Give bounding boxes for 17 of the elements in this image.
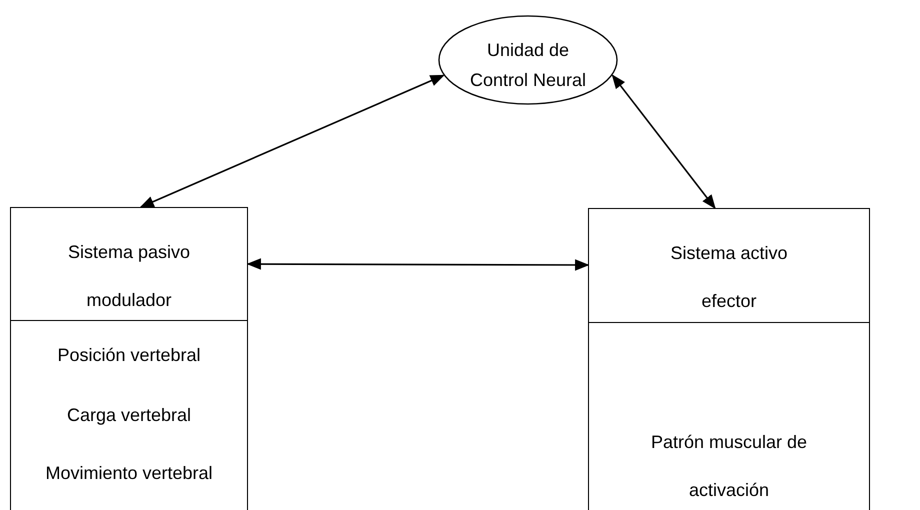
box-text: modulador: [85, 289, 173, 312]
node-title: Unidad de Control Neural: [468, 39, 588, 92]
double-arrow: [140, 74, 445, 208]
box-text: Sistema activo: [669, 242, 789, 265]
system-box: [10, 207, 248, 321]
system-box: [588, 208, 870, 323]
system-box: [10, 320, 248, 510]
system-box: [588, 322, 870, 510]
box-text: Movimiento vertebral: [44, 462, 214, 485]
box-text: Sistema pasivo: [66, 241, 192, 264]
box-text: Patrón muscular de activación: [650, 431, 808, 502]
box-text: Carga vertebral: [66, 404, 192, 427]
box-text: efector: [700, 290, 758, 313]
box-text: Posición vertebral: [56, 344, 202, 367]
double-arrow: [612, 74, 716, 210]
double-arrow: [246, 258, 590, 271]
control-ellipse: [438, 15, 618, 105]
